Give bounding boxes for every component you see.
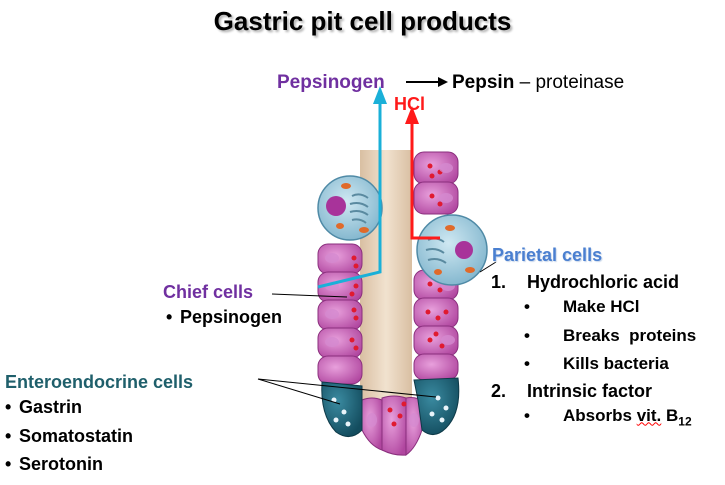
bullet-dot: • [5,425,12,446]
hcl-label: HCl [394,94,425,114]
parietal-cells-title: Parietal cells [492,245,603,265]
bullet-dot: • [524,354,530,373]
parietal-item-1-label: Hydrochloric acid [527,272,680,292]
pepsin-label: Pepsin [452,72,515,93]
parietal-sub-item-label: Breaks proteins [563,325,697,345]
parietal-item-1: 1. Hydrochloric acid [491,272,696,293]
bullet-dot: • [5,454,12,474]
parietal-sub-item: • Make HCl [491,293,696,322]
b12-subscript: 12 [678,413,692,428]
enteroendocrine-block: Enteroendocrine cells • Gastrin • Somatost… [5,372,193,479]
chief-leader-line [271,293,348,298]
chief-cells-title: Chief cells [163,282,254,302]
b-label: B [666,405,679,425]
pepsin-line: Pepsin – proteinase [452,72,624,94]
chief-item-label: Pepsinogen [180,307,283,327]
vit-label: vit. [636,405,662,425]
entero-item-label: Gastrin [19,397,83,417]
pepsinogen-top-label: Pepsinogen [277,72,385,94]
enteroendocrine-cell-left [321,381,363,437]
page-title: Gastric pit cell products [213,6,512,36]
entero-item-label: Somatostatin [19,425,134,446]
parietal-item-1-number: 1. [491,272,507,292]
proteinase-label: proteinase [535,72,625,93]
enteroendocrine-title: Enteroendocrine cells [5,372,194,392]
entero-item: • Somatostatin [5,422,193,451]
parietal-leader-line [479,261,497,273]
bullet-dot: • [524,297,530,316]
parietal-item-2-number: 2. [491,380,507,401]
parietal-item-2-label: Intrinsic factor [527,380,653,401]
chief-cells-block: Chief cells • Pepsinogen [163,282,282,332]
parietal-sub-item: • Kills bacteria [491,350,696,379]
pepsinogen-arrowhead [373,86,387,104]
entero-leader-line-1 [257,378,341,405]
parietal-cell-round [416,214,488,286]
parietal-sub-item-label: Kills bacteria [563,354,669,373]
enteroendocrine-cell-right [413,377,460,435]
bullet-dot: • [524,405,530,425]
parietal-sub-item-label: Make HCl [563,297,640,316]
absorbs-label: Absorbs [563,405,632,425]
entero-leader-line-2 [257,378,437,398]
parietal-sub-item-b12: • Absorbs vit. B12 [491,402,696,436]
chief-cell-round [317,175,383,241]
entero-item: • Gastrin [5,393,193,422]
bullet-dot: • [166,307,173,327]
hcl-secretion-arrow [410,120,440,240]
entero-item: • Serotonin [5,450,193,479]
chief-item: • Pepsinogen [166,303,282,332]
right-cell-column [413,151,459,381]
cell-nuclei [325,163,455,427]
hcl-arrowhead [405,106,419,124]
bullet-dot: • [5,397,12,417]
parietal-sub-item: • Breaks proteins [491,322,696,351]
parietal-list: 1. Hydrochloric acid • Make HCl • Breaks pr… [491,272,696,435]
parietal-item-2: 2. Intrinsic factor [491,381,696,402]
pepsin-dash: – [519,72,531,93]
entero-item-label: Serotonin [19,454,103,474]
bullet-dot: • [524,325,530,345]
pepsinogen-label: Pepsinogen [277,72,385,93]
pepsinogen-secretion-arrow [317,100,382,289]
conversion-arrowhead [438,77,448,87]
granules-teal [331,395,449,427]
